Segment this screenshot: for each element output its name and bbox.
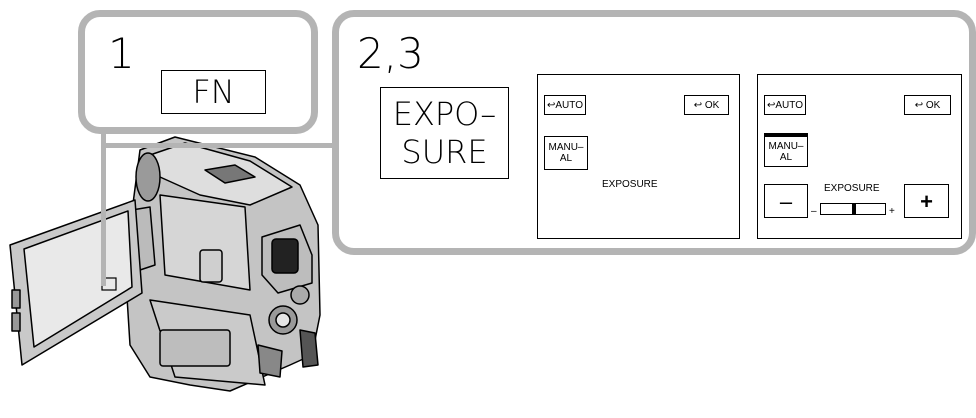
callout-connector <box>103 143 343 148</box>
auto-button-label: AUTO <box>775 99 803 111</box>
exposure-label: EXPOSURE <box>824 183 880 194</box>
fn-button[interactable]: FN <box>161 70 266 114</box>
return-arrow-icon: ↩ <box>693 99 703 111</box>
exposure-indicator[interactable] <box>852 203 856 215</box>
callout-step-1: 1 FN <box>78 10 318 134</box>
exposure-button[interactable]: EXPO– SURE <box>380 87 509 179</box>
exposure-label: EXPOSURE <box>602 179 658 190</box>
callout-step-2-3: 2,3 EXPO– SURE ↩AUTO ↩ OK MANU– AL EXPOS… <box>332 10 976 255</box>
auto-button[interactable]: ↩AUTO <box>544 95 586 115</box>
leader-line <box>101 130 106 286</box>
exposure-scale-bar <box>820 203 886 215</box>
return-arrow-icon: ↩ <box>767 99 776 111</box>
plus-button[interactable]: + <box>904 184 949 218</box>
ok-button[interactable]: ↩ OK <box>904 95 951 115</box>
auto-button-label: AUTO <box>555 99 583 111</box>
manual-button[interactable]: MANU– AL <box>544 136 588 170</box>
camcorder-illustration <box>9 136 321 392</box>
scale-plus-label: + <box>889 206 895 217</box>
ok-button-label: OK <box>704 99 720 111</box>
return-arrow-icon: ↩ <box>547 99 556 111</box>
manual-button-selected[interactable]: MANU– AL <box>764 133 808 167</box>
auto-button[interactable]: ↩AUTO <box>764 95 806 115</box>
lcd-screen-manual: ↩AUTO ↩ OK MANU– AL – + EXPOSURE – + <box>757 74 962 239</box>
return-arrow-icon: ↩ <box>914 99 924 111</box>
step-number-1: 1 <box>108 29 135 78</box>
scale-minus-label: – <box>811 206 817 217</box>
step-number-2-3: 2,3 <box>357 29 424 78</box>
lcd-screen-auto: ↩AUTO ↩ OK MANU– AL EXPOSURE <box>537 74 740 239</box>
ok-button[interactable]: ↩ OK <box>684 95 729 115</box>
minus-button[interactable]: – <box>764 184 808 218</box>
ok-button-label: OK <box>925 99 941 111</box>
